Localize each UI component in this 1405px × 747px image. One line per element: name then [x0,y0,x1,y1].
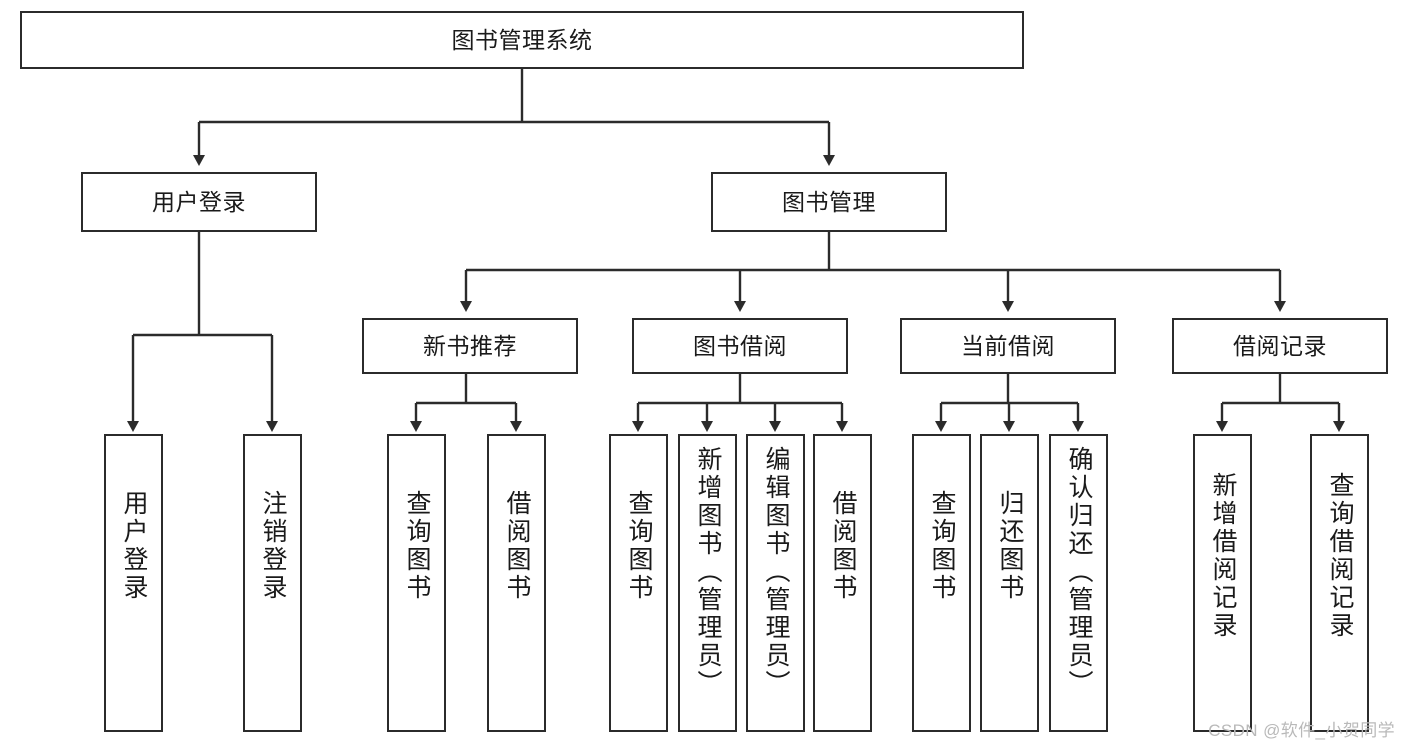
node-label: 查询图书 [403,490,431,602]
node-label: 新书推荐 [423,332,517,359]
node-leaf-borrow-book-recommend[interactable]: 借阅图书 [487,434,546,732]
csdn-watermark: CSDN @软件_小贺同学 [1208,721,1395,740]
node-label: 新增借阅记录 [1209,472,1237,640]
node-leaf-query-book-current[interactable]: 查询图书 [912,434,971,732]
node-label: 编辑图书（管理员） [762,446,790,698]
node-leaf-confirm-return[interactable]: 确认归还（管理员） [1049,434,1108,732]
node-leaf-add-book[interactable]: 新增图书（管理员） [678,434,737,732]
node-label: 图书借阅 [693,332,787,359]
node-label: 查询图书 [928,490,956,602]
node-leaf-user-login[interactable]: 用户登录 [104,434,163,732]
node-label: 归还图书 [996,490,1024,602]
node-label: 图书管理 [782,188,876,215]
node-current-borrow[interactable]: 当前借阅 [900,318,1116,374]
node-label: 查询图书 [625,490,653,602]
node-label: 确认归还（管理员） [1065,446,1093,698]
node-leaf-query-borrow-record[interactable]: 查询借阅记录 [1310,434,1369,732]
node-leaf-add-borrow-record[interactable]: 新增借阅记录 [1193,434,1252,732]
node-leaf-borrow-book-borrow[interactable]: 借阅图书 [813,434,872,732]
node-borrow-record[interactable]: 借阅记录 [1172,318,1388,374]
node-label: 借阅图书 [503,490,531,602]
node-label: 当前借阅 [961,332,1055,359]
node-label: 新增图书（管理员） [694,446,722,698]
node-leaf-query-book-recommend[interactable]: 查询图书 [387,434,446,732]
node-label: 用户登录 [152,188,246,215]
node-user-login[interactable]: 用户登录 [81,172,317,232]
node-leaf-logout-login[interactable]: 注销登录 [243,434,302,732]
node-label: 图书管理系统 [451,26,593,53]
node-new-book-recommend[interactable]: 新书推荐 [362,318,578,374]
node-leaf-query-book-borrow[interactable]: 查询图书 [609,434,668,732]
node-book-borrow[interactable]: 图书借阅 [632,318,848,374]
node-leaf-edit-book[interactable]: 编辑图书（管理员） [746,434,805,732]
node-label: 查询借阅记录 [1326,472,1354,640]
node-book-manage[interactable]: 图书管理 [711,172,947,232]
node-label: 注销登录 [259,490,287,602]
node-system-root[interactable]: 图书管理系统 [20,11,1024,69]
node-label: 用户登录 [120,490,148,602]
node-leaf-return-book[interactable]: 归还图书 [980,434,1039,732]
node-label: 借阅记录 [1233,332,1327,359]
node-label: 借阅图书 [829,490,857,602]
